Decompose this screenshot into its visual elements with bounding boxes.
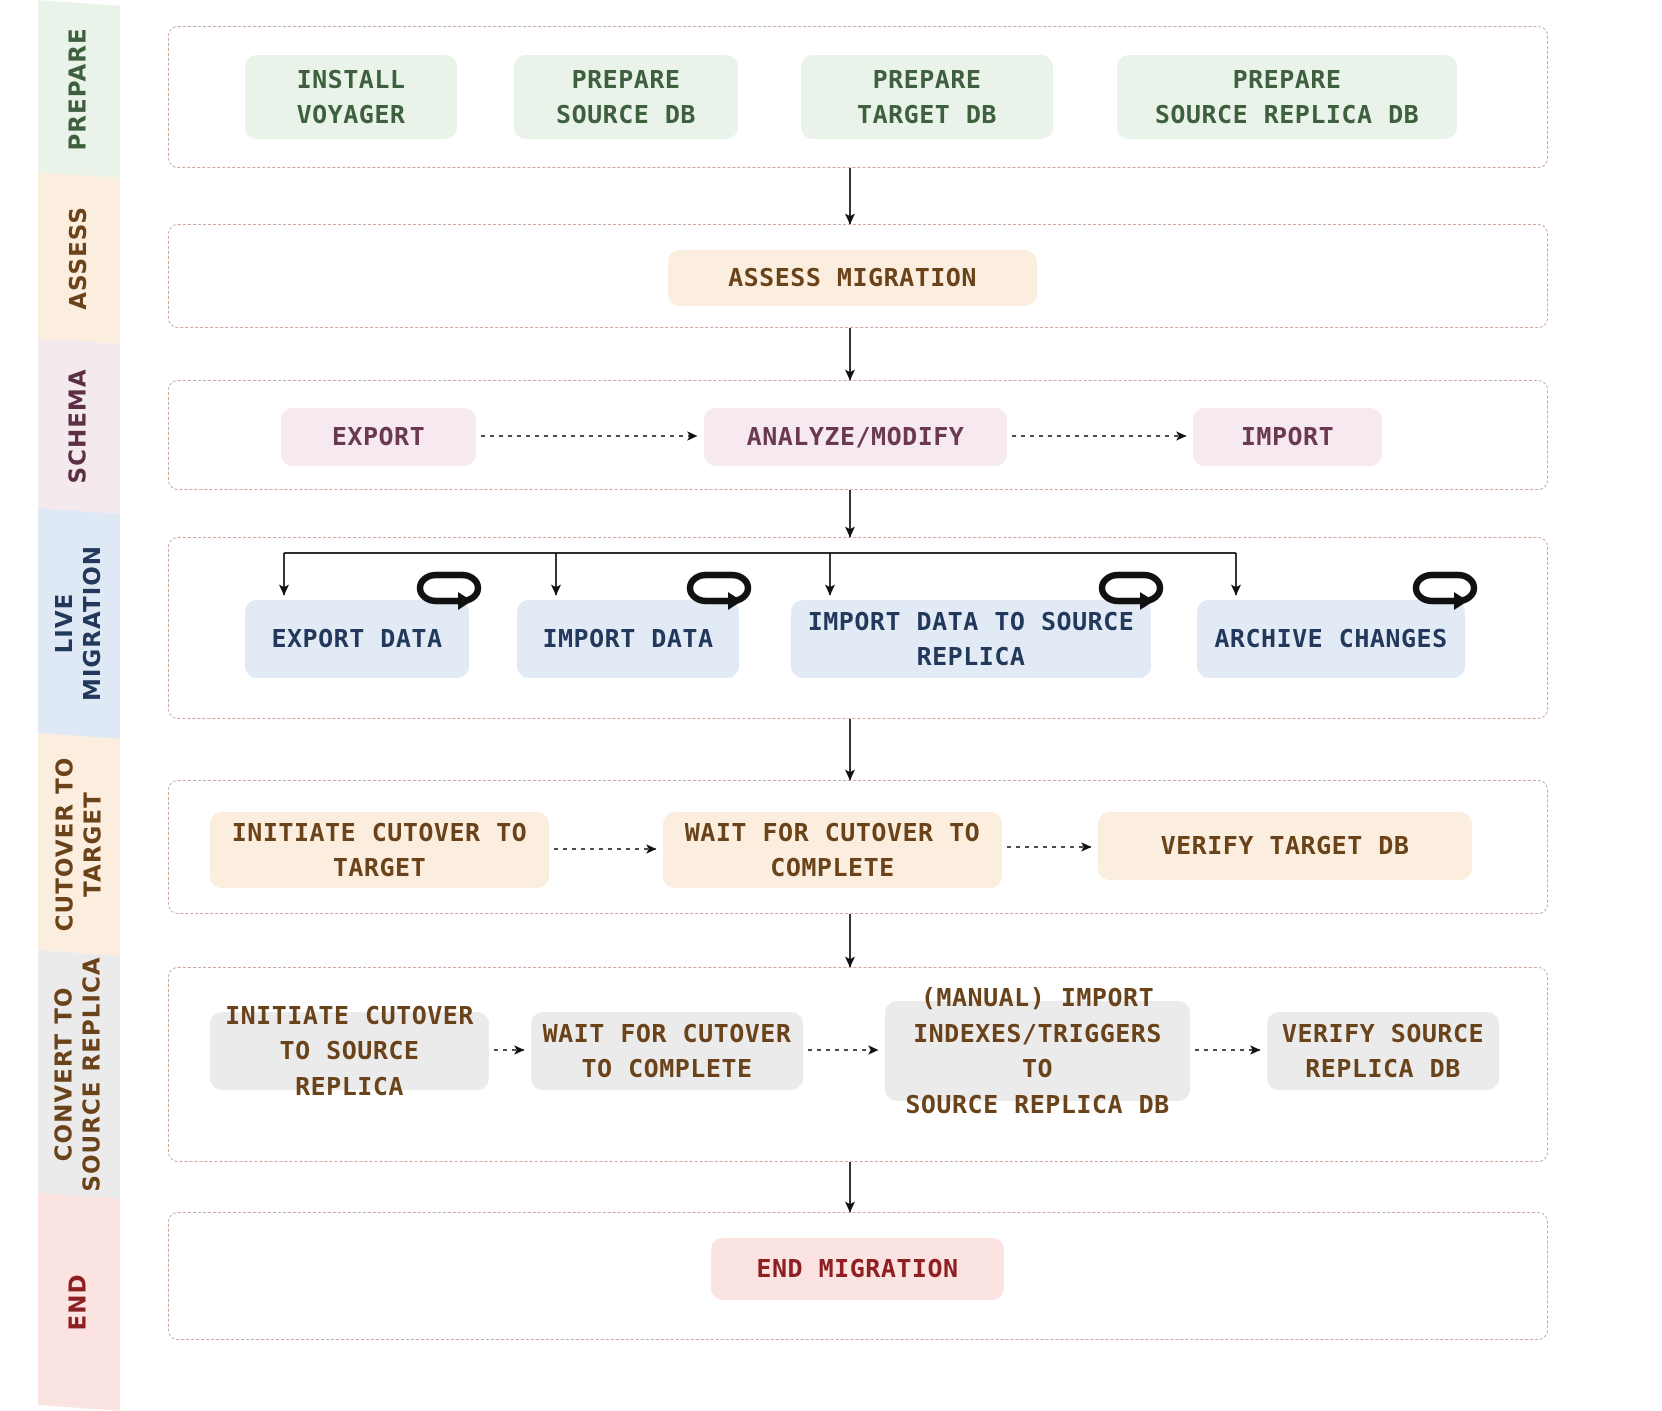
stage-container-live-migration: EXPORT DATA IMPORT DATA IMPORT DATA TO SOU…: [168, 537, 1548, 719]
stage-band-schema: SCHEMA: [38, 338, 120, 514]
node-wait-for-cutover-target[interactable]: WAIT FOR CUTOVER TO COMPLETE: [663, 812, 1002, 888]
stage-band-label-cutover: CUTOVER TO TARGET: [51, 757, 106, 932]
stage-band-prepare: PREPARE: [38, 0, 120, 178]
stage-band-label-live: LIVE MIGRATION: [51, 545, 107, 702]
node-import-data[interactable]: IMPORT DATA: [517, 600, 739, 678]
node-wait-for-cutover-replica[interactable]: WAIT FOR CUTOVER TO COMPLETE: [531, 1012, 803, 1090]
stage-band-strip: PREPARE ASSESS SCHEMA LIVE MIGRATION CUTOVER…: [38, 0, 120, 1411]
stage-band-live: LIVE MIGRATION: [38, 508, 120, 739]
node-verify-source-replica-db[interactable]: VERIFY SOURCE REPLICA DB: [1267, 1012, 1499, 1090]
stage-container-cutover-to-target: INITIATE CUTOVER TO TARGET WAIT FOR CUTOV…: [168, 780, 1548, 914]
node-export-data[interactable]: EXPORT DATA: [245, 600, 469, 678]
stage-container-end: END MIGRATION: [168, 1212, 1548, 1340]
stage-band-label-prepare: PREPARE: [65, 27, 92, 151]
stage-band-label-assess: ASSESS: [65, 206, 92, 310]
node-initiate-cutover-replica[interactable]: INITIATE CUTOVER TO SOURCE REPLICA: [210, 1001, 489, 1101]
stage-band-label-convert: CONVERT TO SOURCE REPLICA: [51, 956, 106, 1193]
node-end-migration[interactable]: END MIGRATION: [711, 1238, 1004, 1300]
node-initiate-cutover-target[interactable]: INITIATE CUTOVER TO TARGET: [210, 812, 549, 888]
stage-container-convert-to-source-replica: INITIATE CUTOVER TO SOURCE REPLICA WAIT F…: [168, 967, 1548, 1162]
stage-band-assess: ASSESS: [38, 172, 120, 344]
node-prepare-source-replica[interactable]: PREPARE SOURCE REPLICA DB: [1117, 55, 1457, 139]
node-verify-target-db[interactable]: VERIFY TARGET DB: [1098, 812, 1472, 880]
node-prepare-source-db[interactable]: PREPARE SOURCE DB: [514, 55, 738, 139]
node-schema-export[interactable]: EXPORT: [281, 408, 476, 466]
stage-rows-container: INSTALL VOYAGER PREPARE SOURCE DB PREPARE …: [168, 0, 1548, 1405]
stage-band-label-schema: SCHEMA: [65, 368, 92, 484]
stage-container-prepare: INSTALL VOYAGER PREPARE SOURCE DB PREPARE …: [168, 26, 1548, 168]
node-prepare-target-db[interactable]: PREPARE TARGET DB: [801, 55, 1053, 139]
stage-band-label-end: END: [65, 1273, 92, 1331]
stage-band-end: END: [38, 1193, 120, 1411]
node-schema-import[interactable]: IMPORT: [1193, 408, 1382, 466]
node-assess-migration[interactable]: ASSESS MIGRATION: [668, 250, 1037, 306]
stage-container-assess: ASSESS MIGRATION: [168, 224, 1548, 328]
node-schema-analyze-modify[interactable]: ANALYZE/MODIFY: [704, 408, 1007, 466]
node-manual-import-indexes[interactable]: (MANUAL) IMPORT INDEXES/TRIGGERS TO SOUR…: [885, 983, 1190, 1119]
node-install-voyager[interactable]: INSTALL VOYAGER: [245, 55, 457, 139]
stage-band-cutover: CUTOVER TO TARGET: [38, 733, 120, 956]
stage-band-convert: CONVERT TO SOURCE REPLICA: [38, 950, 120, 1199]
node-import-data-src-replica[interactable]: IMPORT DATA TO SOURCE REPLICA: [791, 600, 1151, 678]
node-archive-changes[interactable]: ARCHIVE CHANGES: [1197, 600, 1465, 678]
stage-container-schema: EXPORT ANALYZE/MODIFY IMPORT: [168, 380, 1548, 490]
